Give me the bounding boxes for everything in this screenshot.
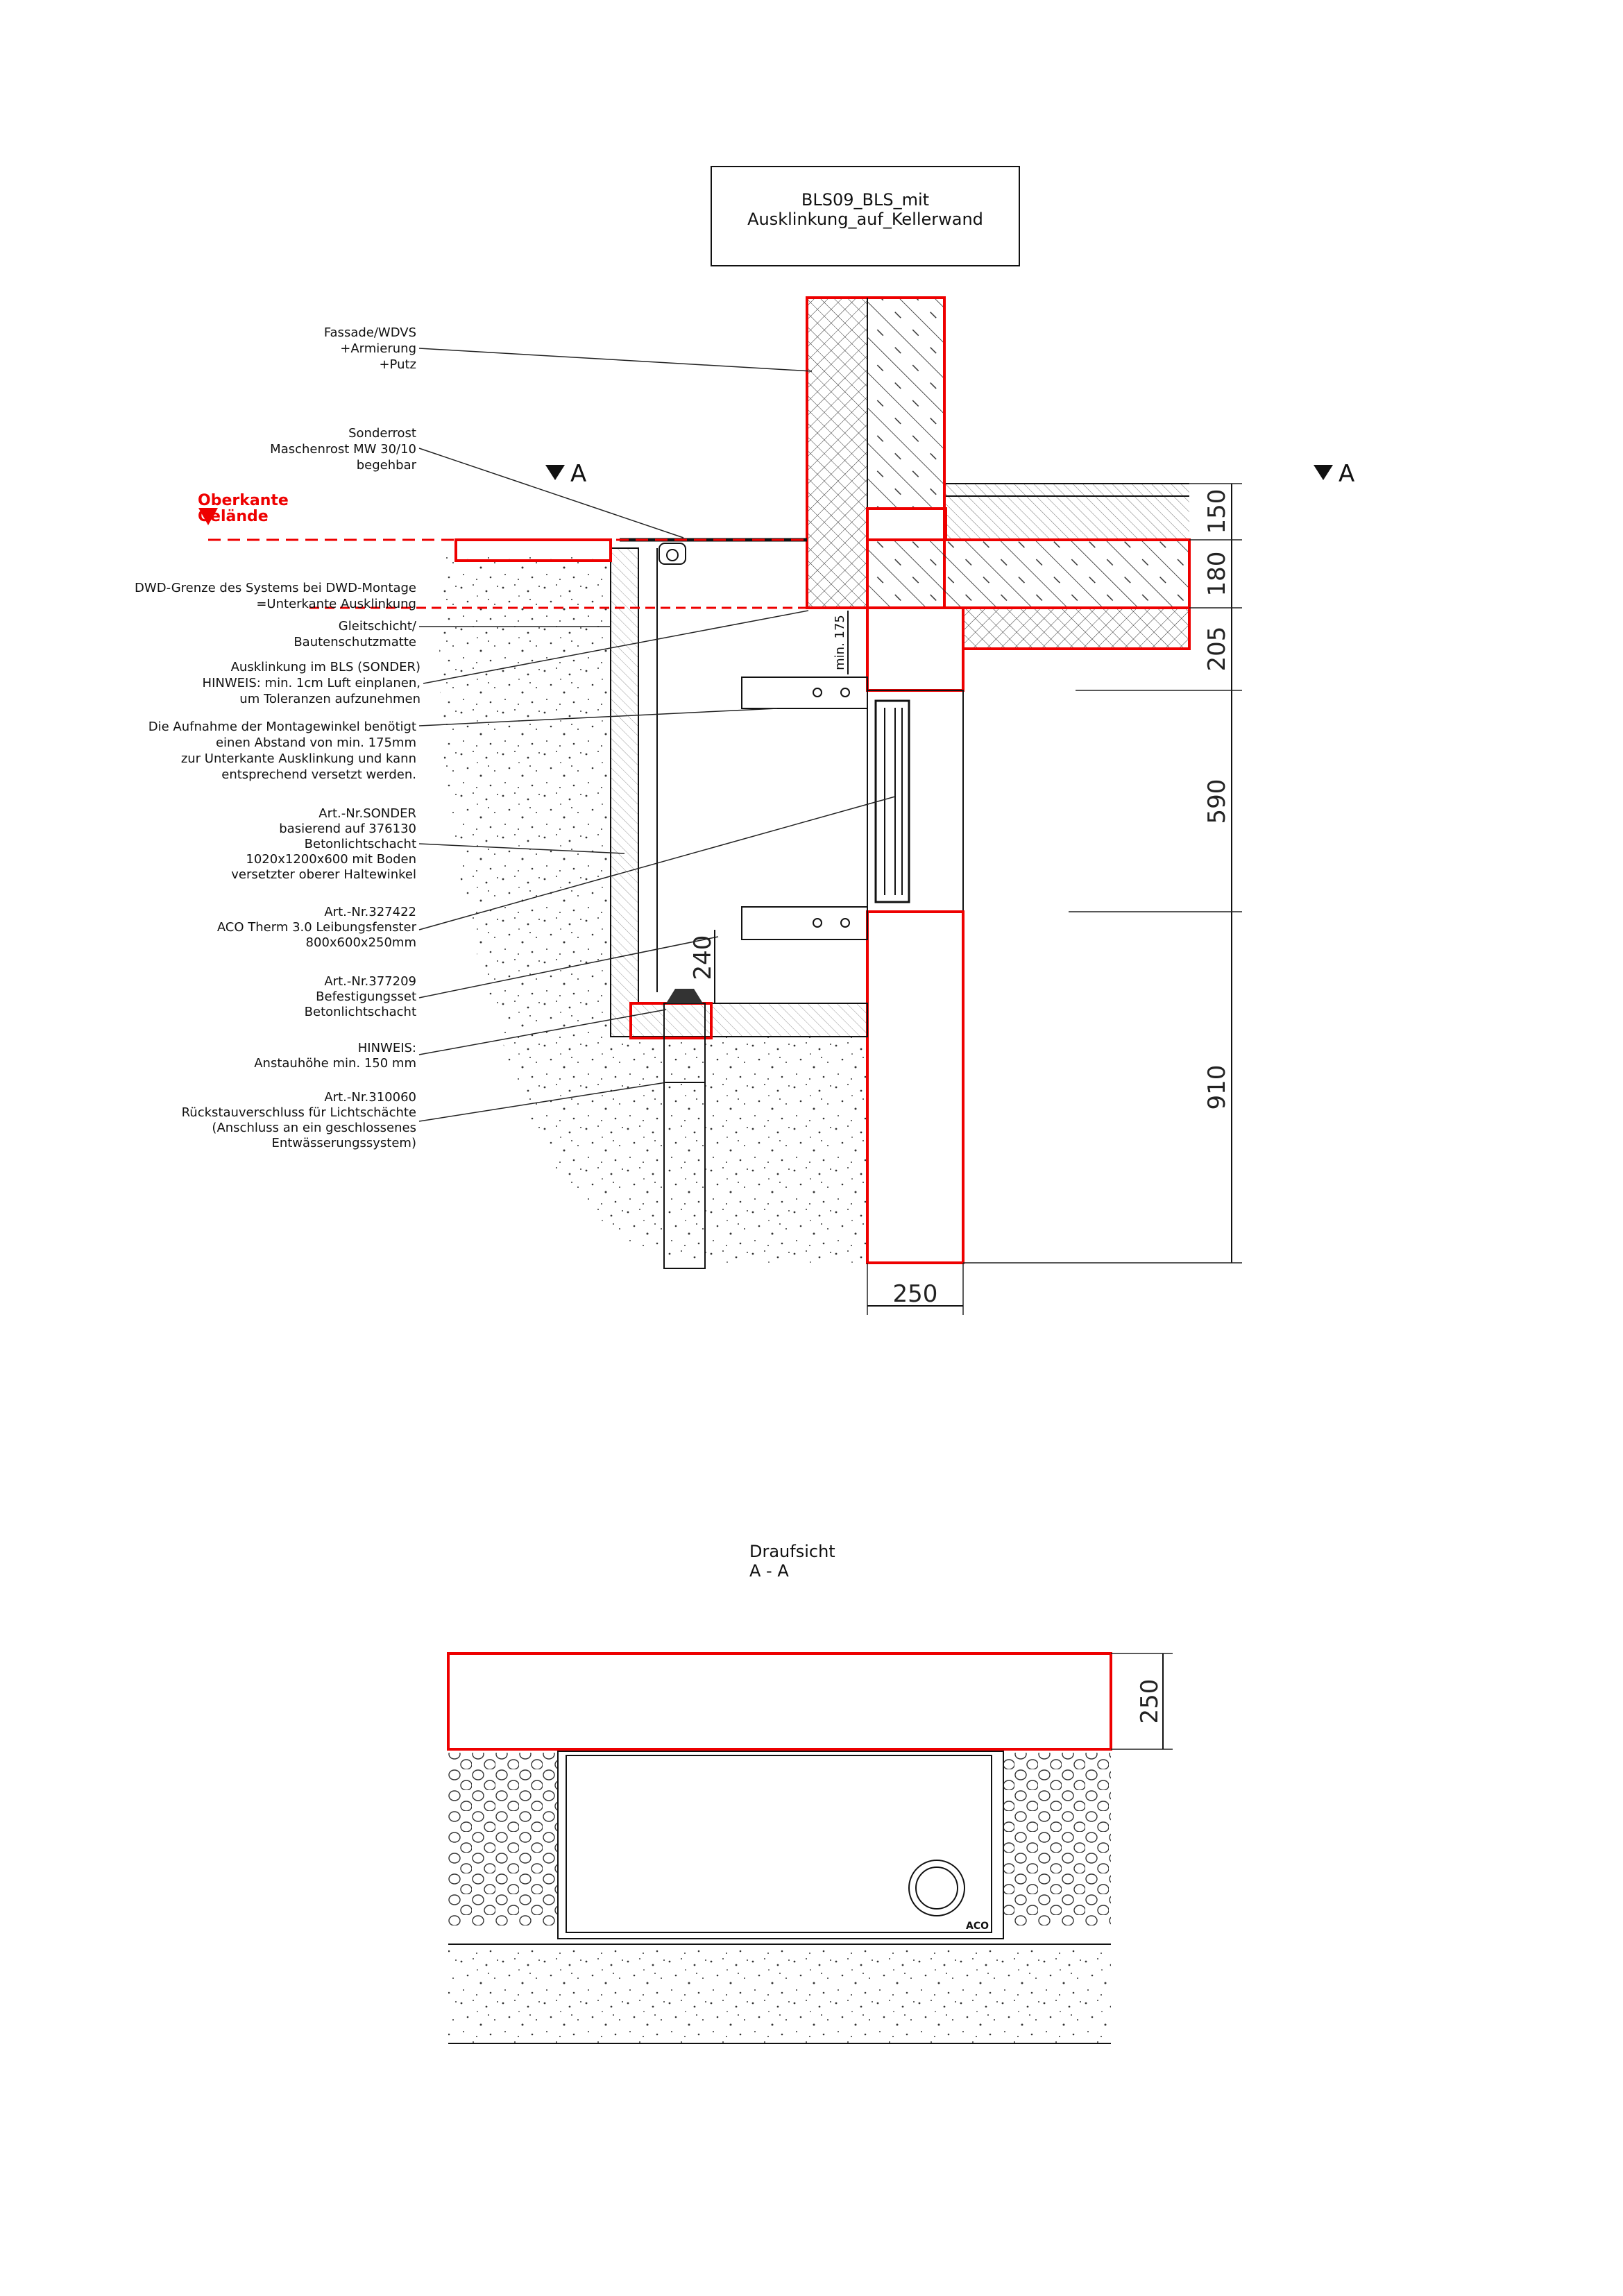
dim-205: 205 xyxy=(1203,627,1231,672)
terrain-edge xyxy=(454,538,612,562)
basement-wall xyxy=(866,910,965,1264)
wall-thickness-dimension: 250 xyxy=(867,1263,964,1315)
grating-plan[interactable] xyxy=(566,1755,992,1933)
gravel-right xyxy=(1003,1753,1111,1925)
dim-910: 910 xyxy=(1203,1065,1231,1110)
dim-590: 590 xyxy=(1203,779,1231,824)
plan-view-subtitle: A - A xyxy=(749,1561,789,1581)
title-line-1: BLS09_BLS_mit xyxy=(801,190,929,210)
title-line-2: Ausklinkung_auf_Kellerwand xyxy=(747,210,983,229)
section-marker-label: A xyxy=(570,460,586,488)
svg-text:DWD-Grenze des Systems bei DWD: DWD-Grenze des Systems bei DWD-Montage=U… xyxy=(135,581,416,611)
mounting-bracket-upper xyxy=(741,677,868,709)
drain-inner-circle xyxy=(915,1866,958,1910)
ground-level-label-2: Gelände xyxy=(198,508,269,525)
ground-level-label-1: Oberkante xyxy=(198,492,289,509)
svg-text:Die Aufnahme der Montagewinkel: Die Aufnahme der Montagewinkel benötigte… xyxy=(148,720,416,782)
plan-view: Draufsicht A - A 250 ACO xyxy=(447,1542,1173,2044)
svg-text:240: 240 xyxy=(689,935,717,980)
min-clearance-dimension: min. 175 xyxy=(833,611,849,674)
floor-slab xyxy=(866,483,1191,650)
section-marker-left: A xyxy=(545,460,586,488)
section-triangle-icon xyxy=(1314,465,1333,480)
drain-circle-icon xyxy=(908,1860,965,1916)
aco-logo: ACO xyxy=(966,1921,989,1932)
mounting-bracket-lower xyxy=(741,906,868,940)
ground-level-marker: Oberkante Gelände xyxy=(198,492,807,541)
soil-fill xyxy=(439,555,867,1263)
section-marker-right: A xyxy=(1314,460,1354,488)
section-triangle-icon xyxy=(545,465,565,480)
backflow-drain-pipe xyxy=(663,989,706,1269)
title-block: BLS09_BLS_mit Ausklinkung_auf_Kellerwand xyxy=(711,166,1020,266)
plan-dim-250: 250 xyxy=(1136,1679,1164,1724)
vertical-dimensions: 150 180 205 590 910 xyxy=(963,483,1242,1264)
dim-180: 180 xyxy=(1203,552,1231,597)
grating[interactable] xyxy=(620,538,807,565)
svg-text:Ausklinkung im BLS (SONDER)HIN: Ausklinkung im BLS (SONDER)HINWEIS: min.… xyxy=(203,660,420,706)
svg-text:Gleitschicht/Bautenschutzmatte: Gleitschicht/Bautenschutzmatte xyxy=(294,619,417,649)
plan-view-title: Draufsicht xyxy=(749,1542,835,1561)
gravel-left xyxy=(448,1753,558,1925)
basement-window xyxy=(867,690,964,912)
svg-text:min. 175: min. 175 xyxy=(833,615,847,670)
section-marker-label: A xyxy=(1339,460,1354,488)
leader-lines xyxy=(418,348,896,1122)
plan-soil xyxy=(448,1950,1111,2043)
light-well xyxy=(610,547,868,1039)
dim-150: 150 xyxy=(1203,489,1231,534)
lintel-wall xyxy=(866,606,965,692)
plan-wall xyxy=(447,1652,1112,1751)
svg-text:HINWEIS:Anstauhöhe min. 150 mm: HINWEIS:Anstauhöhe min. 150 mm xyxy=(254,1041,416,1071)
svg-text:250: 250 xyxy=(893,1280,938,1308)
svg-text:Fassade/WDVS+Armierung+Putz: Fassade/WDVS+Armierung+Putz xyxy=(324,325,416,372)
light-well-plan xyxy=(557,1751,1004,1939)
bracket-offset-dimension: 240 xyxy=(689,930,717,1003)
upper-wall xyxy=(806,296,946,609)
